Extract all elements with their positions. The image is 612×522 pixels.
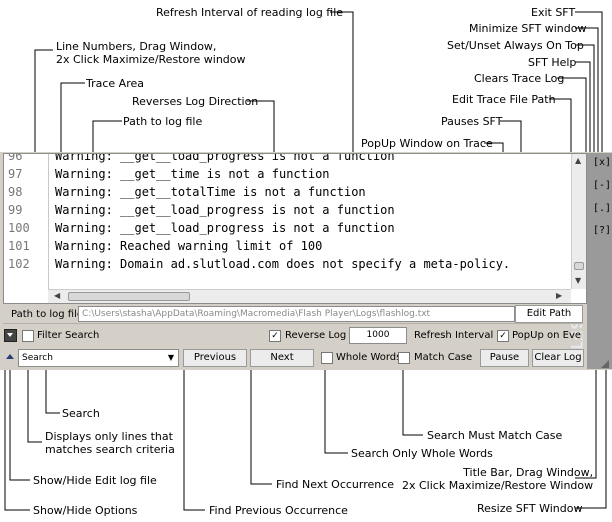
help-button[interactable]: [?] xyxy=(593,225,612,236)
annotation-resize: Resize SFT Window xyxy=(477,502,583,515)
horizontal-scrollbar[interactable]: ◀ ▶ xyxy=(48,289,571,303)
annotation-show-hide-options: Show/Hide Options xyxy=(33,504,138,517)
clear-log-button[interactable]: Clear Log xyxy=(532,349,584,367)
refresh-interval-input[interactable]: 1000 xyxy=(349,327,407,344)
annotation-filter: Displays only lines that matches search … xyxy=(45,430,175,456)
annotation-reverse-log: Reverses Log Direction xyxy=(132,95,259,108)
trace-line: Warning: Domain ad.slutload.com does not… xyxy=(55,257,511,271)
search-input[interactable]: Search ▼ xyxy=(18,349,179,367)
scroll-right-icon[interactable]: ▶ xyxy=(556,291,563,300)
whole-words-checkbox[interactable] xyxy=(321,352,333,364)
title-bar[interactable]: [x] [-] [.] [?] xyxy=(587,153,612,369)
log-path-field[interactable]: C:\Users\stasha\AppData\Roaming\Macromed… xyxy=(78,306,515,322)
line-number: 99 xyxy=(8,203,23,217)
reverse-log-label: Reverse Log xyxy=(285,330,347,341)
annotation-path-to-log: Path to log file xyxy=(123,115,203,128)
horizontal-scroll-thumb[interactable] xyxy=(68,292,190,301)
always-on-top-button[interactable]: [.] xyxy=(593,203,612,214)
trace-line: Warning: __get__time is not a function xyxy=(55,167,330,181)
annotation-minimize: Minimize SFT window xyxy=(469,22,587,35)
chevron-down-icon xyxy=(7,333,13,337)
filter-search-checkbox[interactable] xyxy=(22,330,34,342)
line-number: 100 xyxy=(8,221,30,235)
chevron-up-icon xyxy=(6,354,14,359)
annotation-find-previous: Find Previous Occurrence xyxy=(209,504,348,517)
line-number: 102 xyxy=(8,257,30,271)
annotation-clear-log: Clears Trace Log xyxy=(474,72,565,85)
trace-line: Warning: __get__load_progress is not a f… xyxy=(55,203,395,217)
search-input-value: Search xyxy=(22,353,53,363)
line-number: 97 xyxy=(8,167,23,181)
annotation-line-numbers: Line Numbers, Drag Window, 2x Click Maxi… xyxy=(56,40,246,66)
popup-checkbox[interactable]: ✓ xyxy=(497,330,509,342)
line-number: 101 xyxy=(8,239,30,253)
filter-search-label: Filter Search xyxy=(37,330,100,341)
scroll-left-icon[interactable]: ◀ xyxy=(54,291,61,300)
trace-line: Warning: __get__load_progress is not a f… xyxy=(55,153,395,163)
divider xyxy=(3,323,583,324)
line-number-gutter[interactable]: 96 97 98 99 100 101 102 xyxy=(4,154,49,303)
annotation-always-on-top: Set/Unset Always On Top xyxy=(447,39,584,52)
match-case-label: Match Case xyxy=(414,352,473,363)
vertical-scroll-thumb[interactable] xyxy=(574,262,584,270)
resize-grip-icon[interactable] xyxy=(601,360,609,368)
edit-path-button[interactable]: Edit Path xyxy=(515,305,583,323)
line-number: 96 xyxy=(8,153,23,163)
annotation-exit: Exit SFT xyxy=(531,6,576,19)
annotation-whole-words: Search Only Whole Words xyxy=(351,447,493,460)
pause-button[interactable]: Pause xyxy=(480,349,529,367)
annotation-title-bar: Title Bar, Drag Window, 2x Click Maximiz… xyxy=(402,466,594,492)
refresh-interval-label: Refresh Interval xyxy=(414,330,494,341)
annotation-refresh-interval: Refresh Interval of reading log file xyxy=(156,6,344,19)
annotation-help: SFT Help xyxy=(528,56,577,69)
whole-words-label: Whole Words xyxy=(336,352,402,363)
next-button[interactable]: Next xyxy=(250,349,314,367)
reverse-log-checkbox[interactable]: ✓ xyxy=(269,330,281,342)
trace-line: Warning: __get__totalTime is not a funct… xyxy=(55,185,366,199)
toggle-options-button[interactable] xyxy=(4,351,15,362)
annotation-trace-area: Trace Area xyxy=(86,77,144,90)
annotation-match-case: Search Must Match Case xyxy=(427,429,563,442)
previous-button[interactable]: Previous xyxy=(183,349,247,367)
vertical-scrollbar[interactable]: ▲ ▼ xyxy=(571,154,586,289)
scroll-up-icon[interactable]: ▲ xyxy=(575,156,582,165)
trace-line: Warning: __get__load_progress is not a f… xyxy=(55,221,395,235)
toggle-edit-log-button[interactable] xyxy=(4,329,17,342)
annotation-popup: PopUp Window on Trace xyxy=(361,137,493,150)
dropdown-arrow-icon[interactable]: ▼ xyxy=(167,353,174,362)
annotation-show-hide-edit: Show/Hide Edit log file xyxy=(33,474,157,487)
exit-button[interactable]: [x] xyxy=(593,157,612,168)
trace-line: Warning: Reached warning limit of 100 xyxy=(55,239,323,253)
annotation-search: Search xyxy=(62,407,100,420)
annotation-pause: Pauses SFT xyxy=(441,115,503,128)
minimize-button[interactable]: [-] xyxy=(593,180,612,191)
path-label: Path to log file: xyxy=(11,309,87,320)
annotation-edit-path: Edit Trace File Path xyxy=(452,93,556,106)
trace-area[interactable]: 96 97 98 99 100 101 102 Warning: __get__… xyxy=(3,153,587,304)
popup-label: PopUp on Event xyxy=(512,330,582,341)
scroll-down-icon[interactable]: ▼ xyxy=(575,276,582,285)
match-case-checkbox[interactable] xyxy=(398,352,410,364)
annotation-find-next: Find Next Occurrence xyxy=(276,478,395,491)
line-number: 98 xyxy=(8,185,23,199)
